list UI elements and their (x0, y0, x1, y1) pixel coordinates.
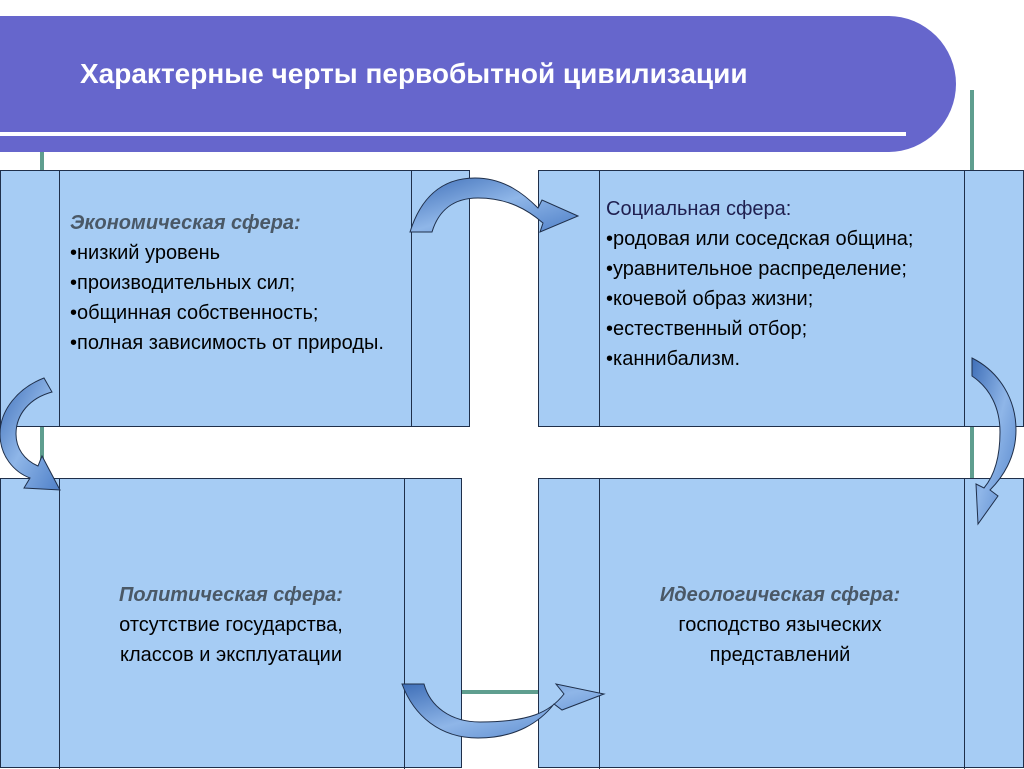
economic-sphere-text: Экономическая сфера: •низкий уровень •пр… (70, 208, 490, 358)
page-title: Характерные черты первобытной цивилизаци… (80, 58, 748, 89)
political-sphere-box (0, 478, 462, 769)
economic-sphere-heading: Экономическая сфера: (70, 212, 301, 234)
list-item: •естественный отбор; (606, 318, 808, 340)
text-line: представлений (709, 644, 851, 666)
title-underline (0, 132, 906, 136)
list-item: •общинная собственность; (70, 302, 319, 324)
title-bar (0, 16, 956, 152)
ideological-sphere-heading: Идеологическая сфера: (659, 584, 901, 606)
arrow-ideological-to-political-icon (401, 683, 606, 739)
economic-sphere-box (0, 170, 470, 427)
list-item: •каннибализм. (606, 348, 741, 370)
list-item: •низкий уровень (70, 242, 221, 264)
text-line: господство языческих (678, 614, 882, 636)
arrow-social-to-ideological-icon (971, 357, 1017, 526)
text-line: отсутствие государства, (119, 614, 343, 636)
arrow-political-to-economic-icon (0, 377, 61, 491)
list-item: •производительных сил; (70, 272, 296, 294)
list-item: •уравнительное распределение; (606, 258, 907, 280)
ideological-sphere-text: Идеологическая сфера: господство языческ… (600, 580, 960, 670)
arrow-economic-to-social-icon (409, 177, 580, 233)
political-sphere-text: Политическая сфера: отсутствие государст… (62, 580, 400, 670)
text-line: классов и эксплуатации (119, 644, 343, 666)
social-sphere-heading: Социальная сфера: (606, 198, 792, 220)
social-sphere-text: Социальная сфера: •родовая или соседская… (606, 194, 1016, 374)
list-item: •родовая или соседская община; (606, 228, 914, 250)
list-item: •кочевой образ жизни; (606, 288, 814, 310)
frame-line-bottom (460, 690, 560, 694)
ideological-sphere-box (538, 478, 1024, 769)
list-item: •полная зависимость от природы. (70, 332, 384, 354)
political-sphere-heading: Политическая сфера: (119, 584, 343, 606)
social-sphere-box (538, 170, 1024, 427)
